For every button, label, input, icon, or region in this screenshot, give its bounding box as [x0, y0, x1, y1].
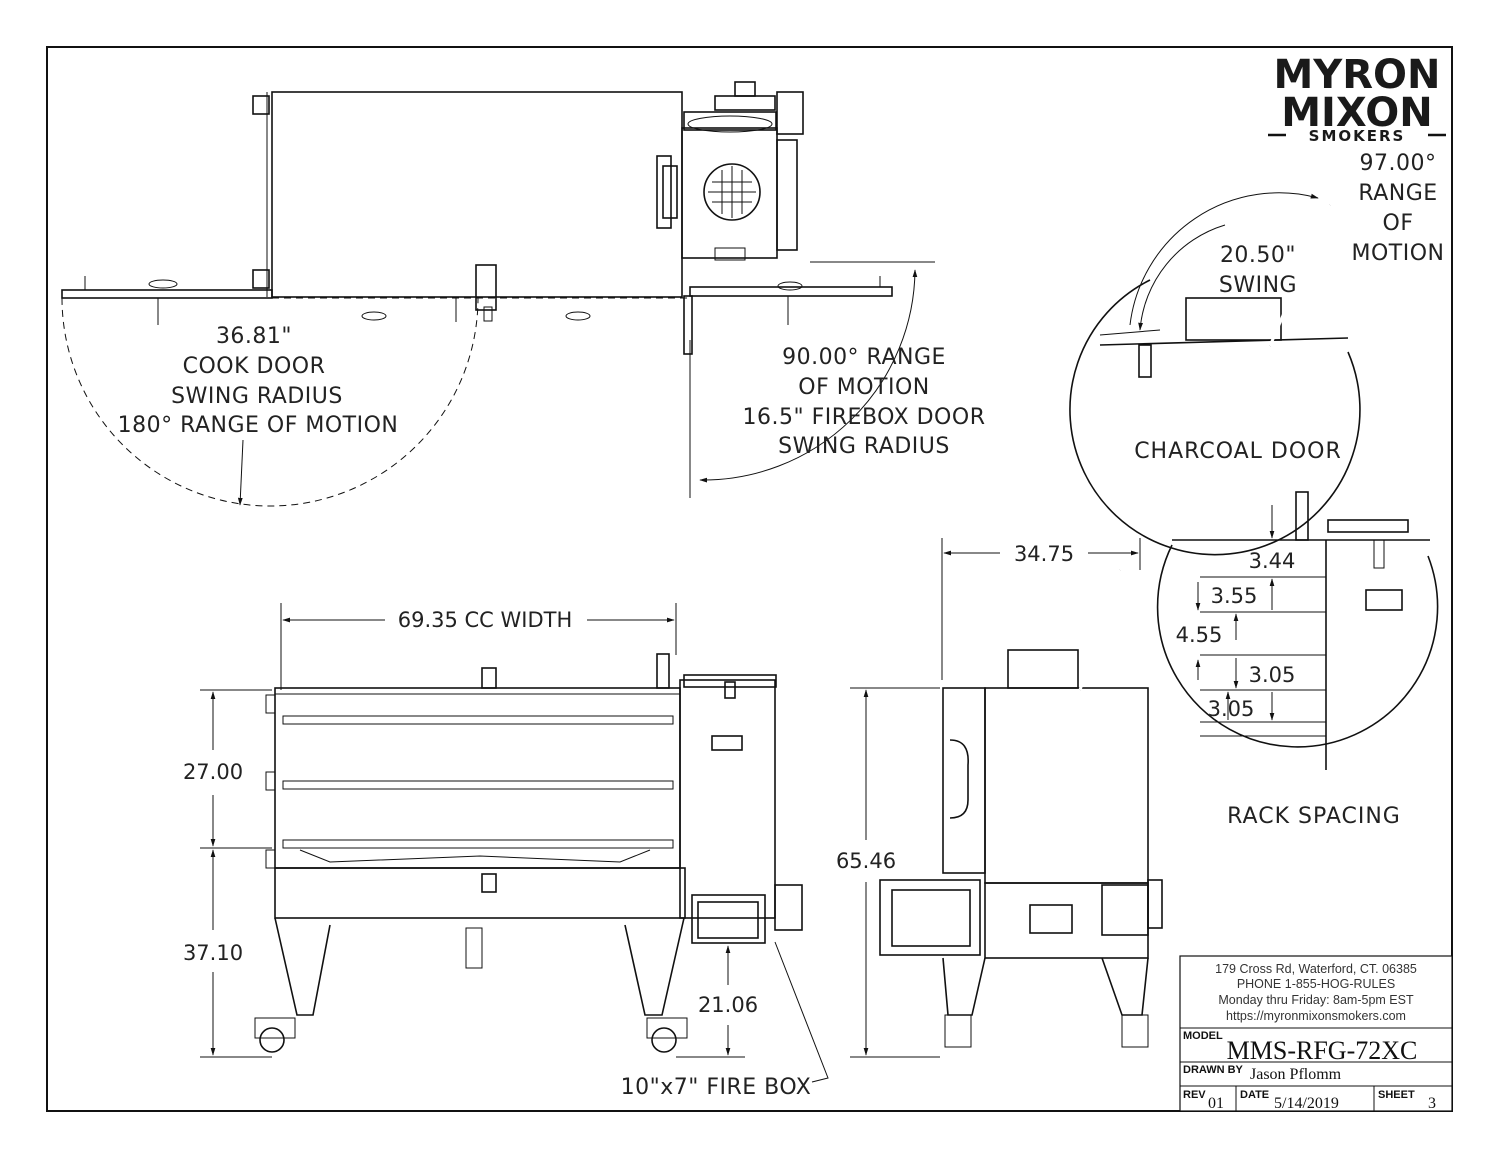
cook-door-label: 36.81" COOK DOOR SWING RADIUS 180° RANGE…	[118, 324, 399, 438]
cc-width-label: 69.35 CC WIDTH	[398, 608, 573, 632]
drawn-by-label: DRAWN BY	[1183, 1064, 1244, 1076]
model-number: MMS-RFG-72XC	[1227, 1036, 1418, 1065]
charcoal-range-line-1: 97.00°	[1360, 151, 1437, 176]
firebox-height-label: 21.06	[698, 993, 758, 1017]
charcoal-range-line-3: OF	[1383, 211, 1414, 236]
lower-height-label: 37.10	[183, 941, 243, 965]
company-phone: PHONE 1-855-HOG-RULES	[1237, 977, 1395, 991]
rev-label: REV	[1183, 1089, 1206, 1101]
drawn-by-name: Jason Pflomm	[1250, 1066, 1342, 1083]
logo-line-1: MYRON	[1273, 52, 1440, 98]
sheet-value: 3	[1428, 1095, 1436, 1112]
firebox-door-line-4: SWING RADIUS	[778, 434, 950, 459]
side-view-labels: 34.75 65.46	[836, 542, 1074, 873]
date-value: 5/14/2019	[1274, 1095, 1339, 1112]
charcoal-door-title: CHARCOAL DOOR	[1134, 439, 1342, 464]
cook-door-line-2: COOK DOOR	[183, 354, 326, 379]
rack-spacing-detail	[1156, 491, 1439, 770]
logo-line-3: SMOKERS	[1309, 127, 1406, 145]
firebox-door-label: 90.00° RANGE OF MOTION 16.5" FIREBOX DOO…	[743, 345, 986, 459]
charcoal-swing-line-1: 20.50"	[1220, 243, 1296, 268]
rack-spacing-4: 3.05	[1249, 663, 1296, 687]
side-view	[850, 538, 1163, 1058]
sheet-label: SHEET	[1378, 1089, 1415, 1101]
firebox-size-label: 10"x7" FIRE BOX	[621, 1075, 812, 1100]
depth-label: 34.75	[1014, 542, 1074, 566]
cook-door-line-4: 180° RANGE OF MOTION	[118, 413, 399, 438]
rev-value: 01	[1208, 1095, 1224, 1112]
rack-spacing-5: 3.05	[1208, 697, 1255, 721]
cook-door-line-3: SWING RADIUS	[171, 384, 343, 409]
rack-spacing-title: RACK SPACING	[1227, 804, 1401, 829]
charcoal-range-line-2: RANGE	[1358, 181, 1437, 206]
charcoal-door-labels: 97.00° RANGE OF MOTION 20.50" SWING CHAR…	[1134, 151, 1444, 464]
charcoal-door-detail	[1069, 192, 1361, 556]
rack-spacing-3: 4.55	[1176, 623, 1223, 647]
firebox-door-line-3: 16.5" FIREBOX DOOR	[743, 405, 986, 430]
title-block: 179 Cross Rd, Waterford, CT. 06385 PHONE…	[1179, 955, 1453, 1112]
drawing-border	[46, 46, 1453, 1112]
date-label: DATE	[1240, 1089, 1269, 1101]
charcoal-swing-line-2: SWING	[1219, 273, 1297, 298]
charcoal-range-line-4: MOTION	[1352, 241, 1445, 266]
company-hours: Monday thru Friday: 8am-5pm EST	[1218, 993, 1414, 1007]
cook-door-line-1: 36.81"	[216, 324, 292, 349]
company-website: https://myronmixonsmokers.com	[1226, 1009, 1406, 1023]
front-view	[200, 603, 829, 1083]
rack-spacing-1: 3.44	[1249, 549, 1296, 573]
logo-line-2: MIXON	[1281, 90, 1433, 136]
company-address: 179 Cross Rd, Waterford, CT. 06385	[1215, 962, 1417, 976]
company-logo: MYRON MIXON SMOKERS	[1268, 52, 1446, 145]
firebox-door-line-1: 90.00° RANGE	[782, 345, 946, 370]
rack-spacing-labels: 3.44 3.55 4.55 3.05 3.05 RACK SPACING	[1176, 549, 1401, 829]
upper-height-label: 27.00	[183, 760, 243, 784]
front-view-labels: 69.35 CC WIDTH 27.00 37.10 21.06 10"x7" …	[183, 608, 811, 1100]
model-label: MODEL	[1183, 1030, 1223, 1042]
rack-spacing-2: 3.55	[1211, 584, 1258, 608]
firebox-door-line-2: OF MOTION	[798, 375, 929, 400]
top-view	[61, 81, 935, 507]
overall-height-label: 65.46	[836, 849, 896, 873]
